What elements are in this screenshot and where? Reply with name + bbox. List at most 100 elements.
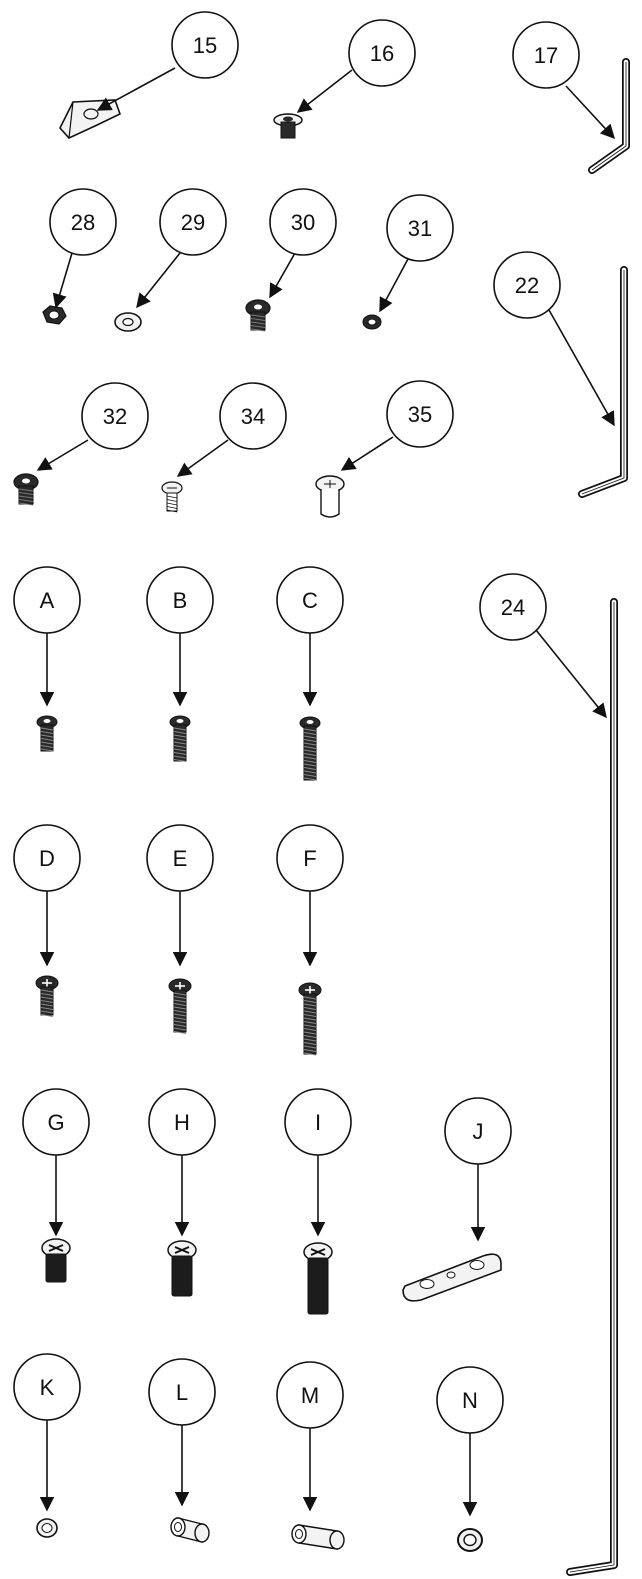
phillips-sleeve-icon bbox=[315, 475, 345, 518]
callout-circle bbox=[146, 566, 214, 634]
callout-label: D bbox=[39, 846, 55, 871]
callout-label: 32 bbox=[103, 404, 127, 429]
spacer-sleeve-long-icon bbox=[291, 1524, 345, 1550]
callout-circle bbox=[276, 566, 344, 634]
hex-nut-icon bbox=[42, 305, 67, 325]
callout-label: 35 bbox=[408, 402, 432, 427]
callout-16: 16 bbox=[273, 19, 416, 139]
callout-circle bbox=[13, 1353, 81, 1421]
phillips-bolt-short-icon bbox=[41, 1238, 71, 1283]
button-head-bolt-icon bbox=[245, 299, 271, 332]
leader-arrow bbox=[269, 252, 296, 299]
callout-circle bbox=[284, 1088, 352, 1156]
callout-f: F bbox=[276, 824, 344, 1056]
hex-socket-screw-medium-icon bbox=[169, 715, 191, 762]
callout-i: I bbox=[284, 1088, 352, 1315]
small-washer-icon bbox=[362, 314, 382, 330]
callout-label: F bbox=[303, 846, 316, 871]
callout-22: 22 bbox=[493, 251, 628, 498]
leader-arrow bbox=[535, 629, 607, 719]
callout-circle bbox=[386, 380, 454, 448]
phillips-screw-long-icon bbox=[298, 982, 322, 1056]
leader-arrow bbox=[176, 439, 229, 477]
callout-circle bbox=[219, 382, 287, 450]
spacer-ring-thick-icon bbox=[457, 1528, 483, 1552]
leader-arrow bbox=[96, 67, 176, 111]
callout-circle bbox=[13, 824, 81, 892]
callout-label: 31 bbox=[408, 216, 432, 241]
leader-arrow bbox=[136, 252, 181, 309]
callout-15: 15 bbox=[59, 11, 239, 139]
callout-label: 30 bbox=[291, 210, 315, 235]
callout-circle bbox=[171, 11, 239, 79]
callout-circle bbox=[22, 1088, 90, 1156]
button-head-bolt-icon bbox=[13, 473, 39, 506]
callout-circle bbox=[13, 566, 81, 634]
callout-label: E bbox=[173, 846, 188, 871]
callout-label: G bbox=[47, 1110, 64, 1135]
callout-l: L bbox=[148, 1358, 216, 1543]
phillips-bolt-medium-icon bbox=[167, 1240, 197, 1297]
callout-label: 15 bbox=[193, 33, 217, 58]
callout-h: H bbox=[148, 1088, 216, 1297]
hex-key-small-icon bbox=[588, 58, 630, 174]
callout-d: D bbox=[13, 824, 81, 1017]
callout-m: M bbox=[276, 1361, 345, 1550]
leader-arrow bbox=[565, 85, 615, 140]
callout-31: 31 bbox=[362, 194, 454, 330]
callout-circle bbox=[269, 188, 337, 256]
callout-n: N bbox=[436, 1366, 504, 1552]
spacer-ring-icon bbox=[36, 1518, 58, 1538]
callout-label: H bbox=[174, 1110, 190, 1135]
callout-circle bbox=[276, 824, 344, 892]
hex-socket-screw-short-icon bbox=[36, 715, 58, 752]
callout-label: 24 bbox=[501, 595, 525, 620]
callout-29: 29 bbox=[114, 188, 227, 332]
callout-30: 30 bbox=[245, 188, 337, 332]
flat-head-screw-icon bbox=[273, 113, 303, 139]
callout-j: J bbox=[402, 1097, 512, 1302]
mounting-plate-icon bbox=[402, 1253, 502, 1302]
callout-label: L bbox=[176, 1380, 188, 1405]
callout-circle bbox=[148, 1088, 216, 1156]
callout-circle bbox=[276, 1361, 344, 1429]
flat-washer-icon bbox=[114, 312, 142, 332]
callout-label: C bbox=[302, 588, 318, 613]
phillips-screw-medium-icon bbox=[168, 978, 192, 1034]
callout-e: E bbox=[146, 824, 214, 1034]
callout-label: 28 bbox=[71, 210, 95, 235]
callout-circle bbox=[493, 251, 561, 319]
callout-label: 29 bbox=[181, 210, 205, 235]
leader-arrow bbox=[52, 252, 73, 309]
phillips-screw-short-icon bbox=[35, 975, 59, 1017]
callout-circle bbox=[159, 188, 227, 256]
callout-label: B bbox=[173, 588, 188, 613]
callout-34: 34 bbox=[161, 382, 287, 513]
callout-circle bbox=[436, 1366, 504, 1434]
callout-c: C bbox=[276, 566, 344, 781]
callout-b: B bbox=[146, 566, 214, 762]
phillips-bolt-long-icon bbox=[303, 1242, 333, 1315]
callout-label: J bbox=[473, 1119, 484, 1144]
callout-circle bbox=[479, 573, 547, 641]
leader-arrow bbox=[379, 258, 409, 313]
callout-a: A bbox=[13, 566, 81, 752]
callout-circle bbox=[512, 21, 580, 89]
callout-label: A bbox=[40, 588, 55, 613]
wedge-clip-icon bbox=[59, 99, 121, 139]
callout-32: 32 bbox=[13, 382, 149, 506]
callout-label: M bbox=[301, 1383, 319, 1408]
leader-arrow bbox=[36, 439, 89, 471]
callout-label: 22 bbox=[515, 273, 539, 298]
callout-28: 28 bbox=[42, 188, 117, 325]
hex-key-medium-icon bbox=[578, 266, 628, 498]
small-screw-icon bbox=[161, 481, 183, 513]
callout-k: K bbox=[13, 1353, 81, 1538]
leader-arrow bbox=[296, 69, 353, 113]
callout-circle bbox=[146, 824, 214, 892]
callout-circle bbox=[148, 1358, 216, 1426]
callout-label: I bbox=[315, 1110, 321, 1135]
callout-label: 34 bbox=[241, 404, 265, 429]
